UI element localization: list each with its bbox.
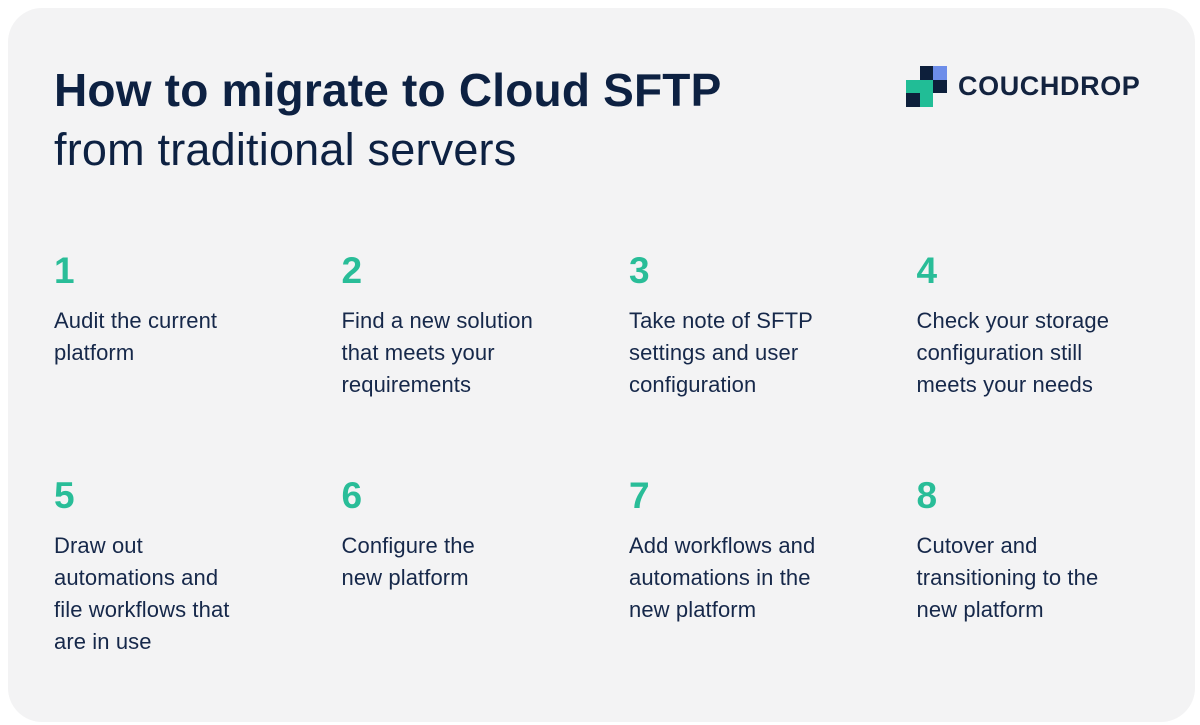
step-item-3: 3 Take note of SFTP settings and user co… <box>629 250 899 475</box>
step-number: 7 <box>629 475 650 516</box>
step-text: Configure the new platform <box>341 533 475 590</box>
step-text: Audit the current platform <box>54 308 218 365</box>
step-number: 1 <box>54 250 75 291</box>
step-number: 6 <box>341 475 363 516</box>
step-item-5: 5 Draw out automations and file workflow… <box>54 475 324 658</box>
step-item-7: 7 Add workflows and automations in the n… <box>629 475 899 658</box>
couchdrop-logo: COUCHDROP <box>906 66 1140 107</box>
step-item-8: 8 Cutover and transitioning to the new p… <box>917 475 1187 658</box>
step-number: 3 <box>629 250 650 291</box>
step-item-1: 1 Audit the current platform <box>54 250 324 475</box>
infographic-card: How to migrate to Cloud SFTP from tradit… <box>8 8 1195 722</box>
title-line-1: How to migrate to Cloud SFTP <box>54 64 722 116</box>
step-text: Add workflows and automations in the new… <box>629 533 816 622</box>
step-item-2: 2 Find a new solution that meets your re… <box>342 250 612 475</box>
step-number: 8 <box>916 475 938 516</box>
step-item-4: 4 Check your storage configuration still… <box>917 250 1187 475</box>
step-number: 5 <box>54 475 75 516</box>
step-text: Cutover and transitioning to the new pla… <box>916 533 1099 622</box>
step-text: Take note of SFTP settings and user conf… <box>629 308 813 397</box>
step-text: Draw out automations and file workflows … <box>54 533 230 654</box>
step-number: 2 <box>341 250 363 291</box>
step-text: Find a new solution that meets your requ… <box>341 308 533 397</box>
step-item-6: 6 Configure the new platform <box>342 475 612 658</box>
page-title: How to migrate to Cloud SFTP from tradit… <box>54 60 874 180</box>
title-line-2: from traditional servers <box>54 124 517 175</box>
couchdrop-logo-text: COUCHDROP <box>958 71 1141 101</box>
step-number: 4 <box>916 250 938 291</box>
step-text: Check your storage configuration still m… <box>916 308 1110 397</box>
couchdrop-logo-icon <box>906 66 947 107</box>
steps-grid: 1 Audit the current platform 2 Find a ne… <box>54 250 1200 658</box>
